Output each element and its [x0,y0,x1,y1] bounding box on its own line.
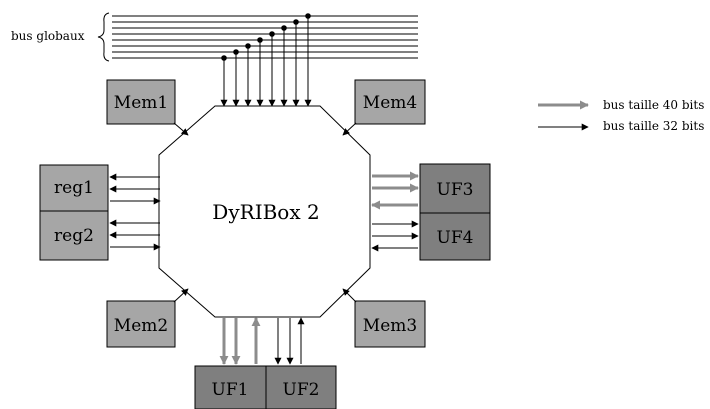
global-bus-brace [97,12,110,62]
global-bus-taps [220,13,312,107]
uf3-label: UF3 [437,180,474,200]
uf1-box [194,365,267,409]
uf3-arrows [371,171,419,210]
mem2-label: Mem2 [114,316,168,336]
reg1-label: reg1 [54,178,94,198]
legend: bus taille 40 bits bus taille 32 bits [538,98,704,133]
global-bus-lines [112,15,418,59]
legend-narrow-bus-label: bus taille 32 bits [603,119,704,133]
dyribox-octagon [158,105,371,318]
mem4-box [354,79,426,125]
dyribox-label: DyRIBox 2 [212,200,319,224]
mem4-label: Mem4 [363,93,417,113]
uf2-box [265,365,337,409]
uf2-label: UF2 [283,380,320,400]
uf2-arrows [274,317,305,365]
mem1-box [106,79,176,125]
mem3-label: Mem3 [363,316,417,336]
uf4-arrows [371,220,419,252]
uf1-arrows [219,317,261,365]
mem1-label: Mem1 [114,93,168,113]
global-bus-label: bus globaux [11,29,85,43]
memory-arrows [173,122,357,303]
mem2-box [106,300,176,348]
uf4-label: UF4 [437,228,474,248]
register-arrows [109,173,161,251]
uf4-box [419,212,491,261]
uf1-label: UF1 [212,380,249,400]
legend-wide-bus-label: bus taille 40 bits [603,98,704,112]
reg2-label: reg2 [54,226,94,246]
reg2-box [39,210,109,261]
mem3-box [354,300,426,348]
uf3-box [419,163,491,214]
